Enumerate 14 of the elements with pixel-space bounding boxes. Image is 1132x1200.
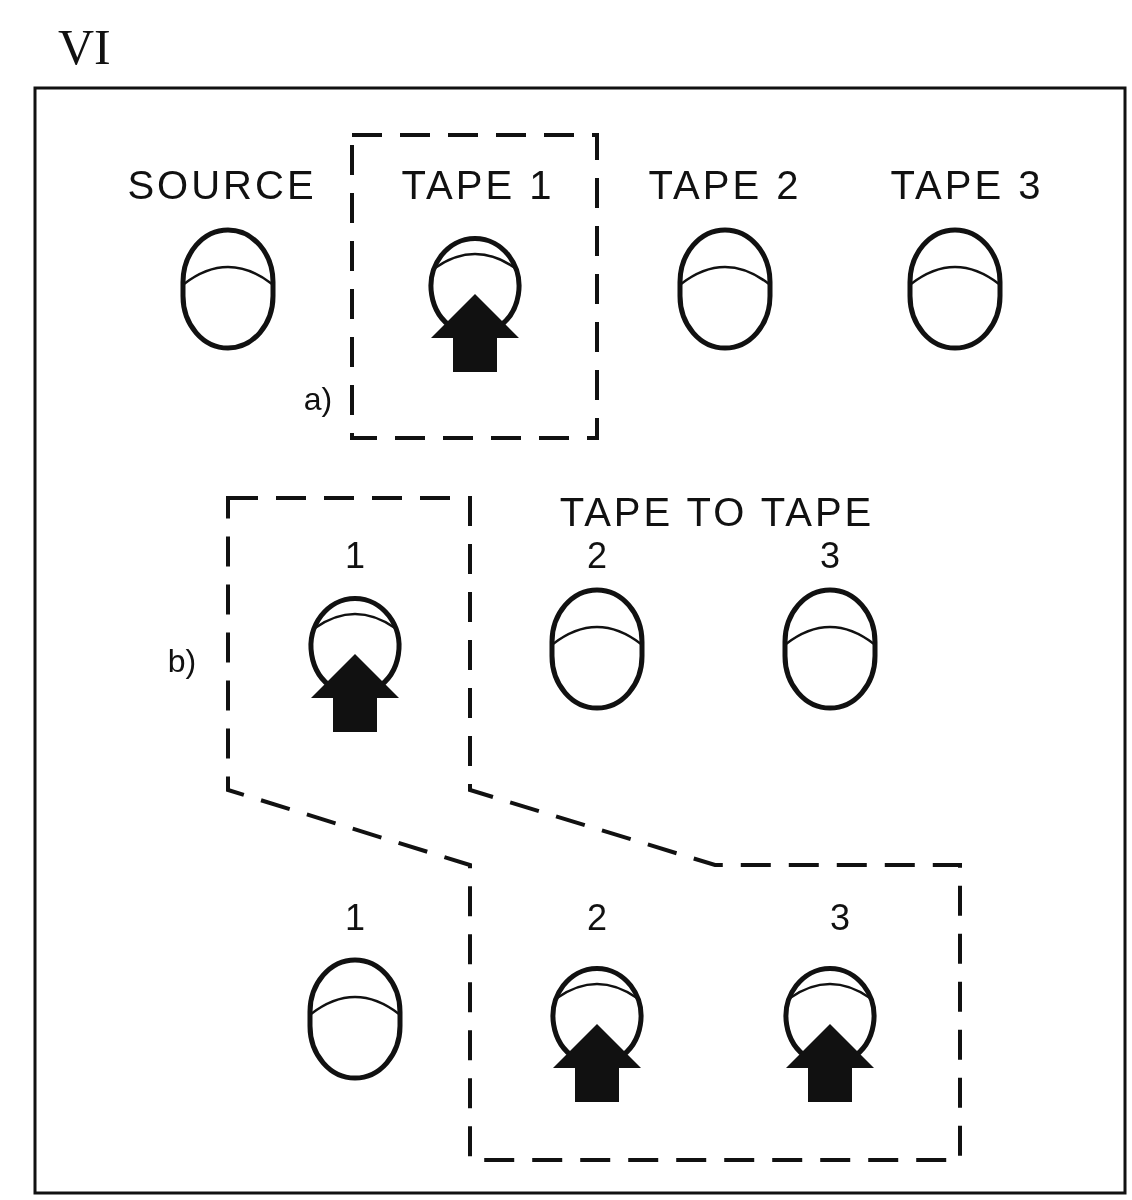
callout-letter: a) [303,383,333,415]
button-number: 3 [820,538,840,574]
button-label: TAPE 1 [401,165,555,205]
button-number: 2 [587,538,607,574]
button-label: TAPE 3 [890,165,1044,205]
button-label: TAPE 2 [648,165,802,205]
button-number: 1 [345,538,365,574]
panel-number: VI [58,22,111,72]
button-number: 1 [345,900,365,936]
section-heading: TAPE TO TAPE [559,492,875,532]
button-number: 3 [830,900,850,936]
callout-letter: b) [167,645,197,677]
button-number: 2 [587,900,607,936]
button-label: SOURCE [127,165,317,205]
